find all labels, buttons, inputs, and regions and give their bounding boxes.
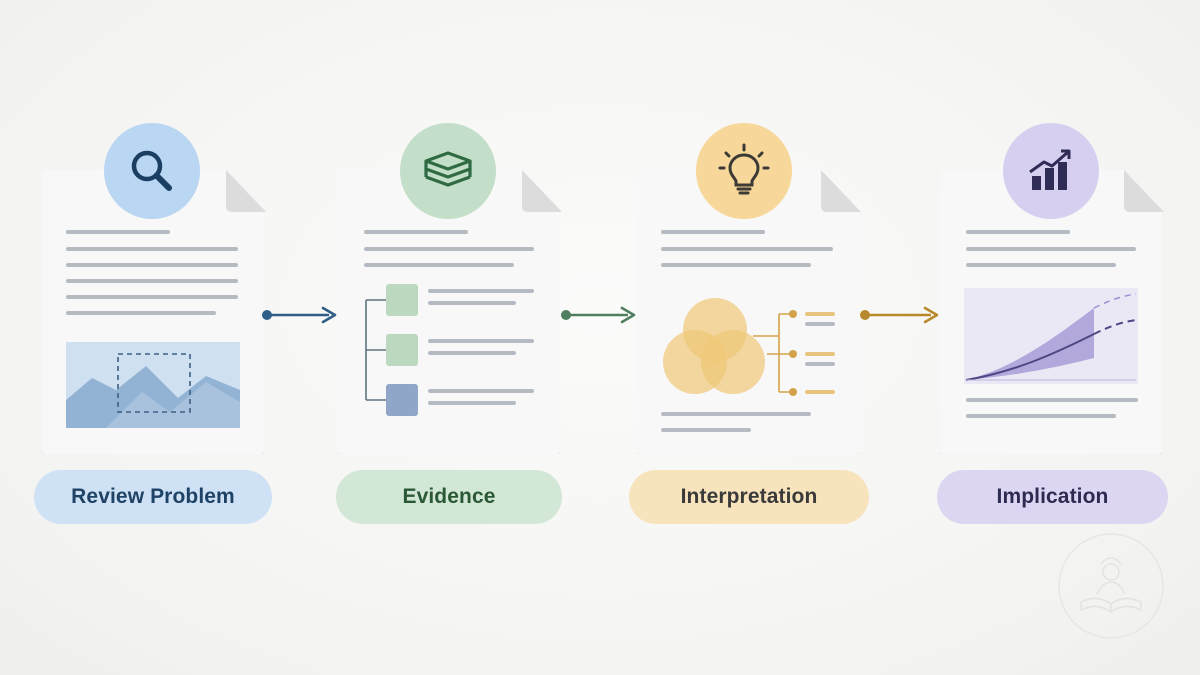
- selection-box: [117, 353, 191, 413]
- magnifier-icon: [131, 150, 172, 191]
- text-line: [66, 279, 238, 283]
- text-line: [66, 263, 238, 267]
- bar-chart-growth-icon: [1029, 149, 1071, 190]
- trend-chart-thumbnail: [964, 288, 1138, 384]
- text-line: [66, 230, 170, 234]
- step-label-review-problem: Review Problem: [34, 470, 272, 524]
- icon-circle-evidence: [400, 123, 496, 219]
- arrow-connector: [561, 306, 636, 324]
- icon-circle-interpretation: [696, 123, 792, 219]
- step-label-text: Interpretation: [680, 485, 818, 508]
- stacked-layers-icon: [424, 151, 472, 187]
- step-label-implication: Implication: [937, 470, 1168, 524]
- icon-circle-review-problem: [104, 123, 200, 219]
- arrow-connector: [262, 306, 337, 324]
- venn-diagram: [663, 298, 835, 396]
- text-line: [661, 428, 751, 432]
- text-line: [66, 247, 238, 251]
- text-line: [966, 230, 1070, 234]
- lightbulb-icon: [718, 143, 770, 195]
- text-line: [661, 412, 811, 416]
- text-line: [364, 247, 534, 251]
- page-fold: [226, 170, 266, 212]
- icon-circle-implication: [1003, 123, 1099, 219]
- text-line: [966, 263, 1116, 267]
- page-fold: [1124, 170, 1164, 212]
- text-line: [364, 230, 468, 234]
- evidence-node: [386, 384, 418, 416]
- text-line: [966, 398, 1138, 402]
- evidence-tree: [365, 284, 534, 416]
- evidence-node: [386, 284, 418, 316]
- step-label-evidence: Evidence: [336, 470, 562, 524]
- text-line: [966, 247, 1136, 251]
- step-label-text: Evidence: [402, 485, 496, 508]
- step-label-text: Implication: [996, 485, 1109, 508]
- arrow-connector: [860, 306, 939, 324]
- evidence-node: [386, 334, 418, 366]
- page-fold: [522, 170, 562, 212]
- text-line: [661, 230, 765, 234]
- text-line: [966, 414, 1116, 418]
- text-line: [661, 247, 833, 251]
- document-card-evidence: [338, 170, 560, 454]
- reading-book-icon: [1058, 533, 1164, 639]
- page-fold: [821, 170, 861, 212]
- step-label-interpretation: Interpretation: [629, 470, 869, 524]
- step-label-text: Review Problem: [71, 485, 235, 508]
- image-placeholder: [66, 342, 240, 428]
- text-line: [661, 263, 811, 267]
- text-line: [364, 263, 514, 267]
- text-line: [66, 311, 216, 315]
- text-line: [66, 295, 238, 299]
